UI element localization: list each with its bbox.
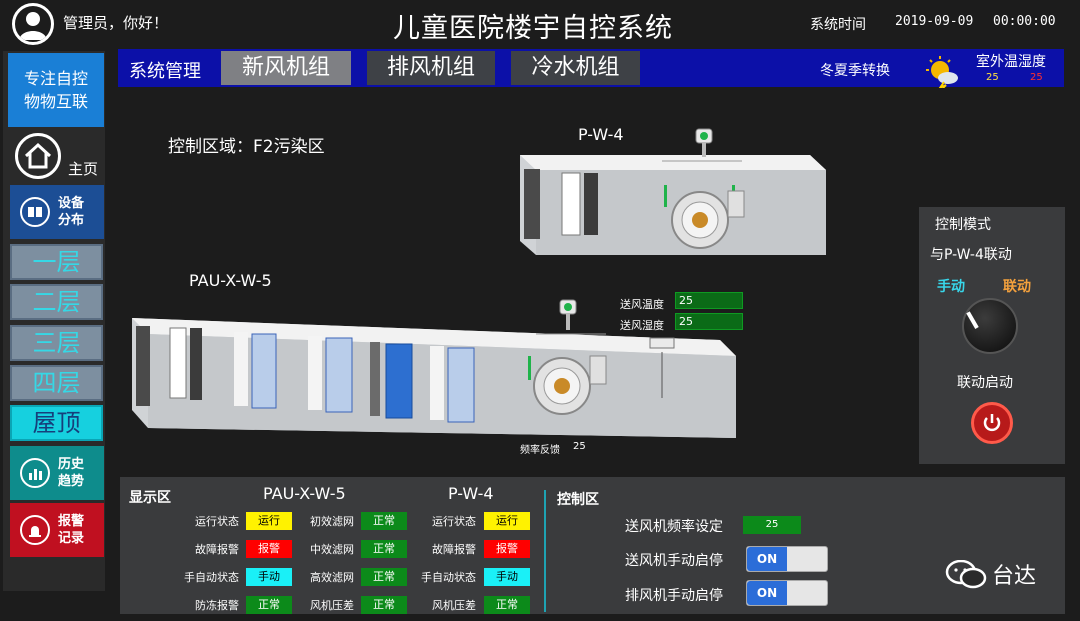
pau-air-handler-diagram[interactable] [130,298,742,440]
pau-antifreeze-status: 正常 [246,596,292,614]
display-area-title: 显示区 [129,490,171,506]
pau-medium-filter-label: 中效滤网 [310,543,354,556]
wechat-icon [945,559,987,594]
supply-fan-freq-input[interactable]: 25 [743,516,801,534]
season-switch-button[interactable]: 冬夏季转换 [820,63,890,79]
pau-fan-pressure-status: 正常 [361,596,407,614]
history-label-2: 趋势 [58,474,85,489]
tab-system-management[interactable]: 系统管理 [129,61,201,82]
history-trend-button[interactable]: 历史趋势 [10,446,104,500]
display-pau-header: PAU-X-W-5 [263,484,346,503]
pw4-auto-manual-status: 手动 [484,568,530,586]
mode-linkage-label: 联动 [1003,279,1031,295]
display-pw4-header: P-W-4 [448,484,494,503]
freq-feedback-value: 25 [573,441,586,452]
supply-temp-label: 送风温度 [620,298,664,311]
pw4-run-status: 运行 [484,512,530,530]
system-time-label: 系统时间 [810,17,866,33]
pw4-fan-pressure-label: 风机压差 [432,599,476,612]
pw4-air-handler-diagram[interactable] [514,125,834,260]
system-time: 00:00:00 [993,14,1056,29]
pau-primary-filter-label: 初效滤网 [310,515,354,528]
supply-humidity-label: 送风湿度 [620,319,664,332]
power-icon [983,414,1001,432]
outdoor-temp-humidity-label: 室外温湿度 [976,54,1046,70]
supply-fan-freq-label: 送风机频率设定 [625,519,723,535]
pau-fault-label: 故障报警 [195,543,239,556]
system-date: 2019-09-09 [895,14,974,29]
history-label-1: 历史 [58,457,85,472]
control-zone-title: 控制区 [557,492,599,508]
pau-run-status-label: 运行状态 [195,515,239,528]
tab-chiller-unit[interactable]: 冷水机组 [511,51,640,85]
floor-roof-button[interactable]: 屋顶 [10,405,103,441]
outdoor-humidity: 25 [1030,72,1043,83]
pau-fault-status: 报警 [246,540,292,558]
floor-3-button[interactable]: 三层 [10,325,103,361]
pau-run-status: 运行 [246,512,292,530]
brand-line-1: 专注自控 [23,69,88,88]
pau-auto-manual-status: 手动 [246,568,292,586]
power-button[interactable] [971,402,1013,444]
pau-auto-manual-label: 手自动状态 [184,571,239,584]
mode-selector-knob[interactable] [962,298,1018,354]
panel-divider [544,490,546,612]
supply-fan-manual-label: 送风机手动启停 [625,553,723,569]
mode-manual-label: 手动 [937,279,965,295]
bar-chart-icon [20,458,50,488]
control-mode-subtitle: 与P-W-4联动 [930,247,1012,263]
sun-cloud-icon [920,54,964,92]
floor-1-button[interactable]: 一层 [10,244,103,280]
pw4-run-status-label: 运行状态 [432,515,476,528]
app-title: 儿童医院楼宇自控系统 [393,13,673,44]
brand-line-2: 物物互联 [23,92,88,111]
user-avatar-icon[interactable] [12,3,54,45]
supply-fan-toggle-state: ON [747,547,787,571]
floor-2-button[interactable]: 二层 [10,284,103,320]
linkage-start-label: 联动启动 [957,375,1013,391]
unit-label-pau: PAU-X-W-5 [189,271,272,290]
home-icon[interactable] [15,133,61,179]
alarm-label-2: 记录 [58,531,85,546]
pau-high-filter-status: 正常 [361,568,407,586]
brand-badge: 专注自控 物物互联 [8,53,104,127]
exhaust-fan-manual-toggle[interactable]: ON [746,580,828,606]
pau-primary-filter-status: 正常 [361,512,407,530]
pau-high-filter-label: 高效滤网 [310,571,354,584]
control-area-label: 控制区域：F2污染区 [168,137,325,157]
siren-icon [20,515,50,545]
alarm-label-1: 报警 [58,514,85,529]
alarm-record-button[interactable]: 报警记录 [10,503,104,557]
watermark-text: 台达 [992,564,1037,589]
device-distribution-button[interactable]: 设备分布 [10,185,104,239]
supply-humidity-value: 25 [675,313,743,330]
pau-antifreeze-label: 防冻报警 [195,599,239,612]
user-greeting: 管理员，你好！ [63,14,169,32]
device-label-1: 设备 [58,196,85,211]
exhaust-fan-toggle-state: ON [747,581,787,605]
pw4-fan-pressure-status: 正常 [484,596,530,614]
control-mode-title: 控制模式 [935,217,991,233]
unit-label-pw4: P-W-4 [578,125,624,144]
grid-icon [20,197,50,227]
tab-exhaust-unit[interactable]: 排风机组 [367,51,495,85]
pw4-fault-status: 报警 [484,540,530,558]
outdoor-temperature: 25 [986,72,999,83]
pw4-auto-manual-label: 手自动状态 [421,571,476,584]
pau-fan-pressure-label: 风机压差 [310,599,354,612]
exhaust-fan-manual-label: 排风机手动启停 [625,588,723,604]
pau-medium-filter-status: 正常 [361,540,407,558]
floor-4-button[interactable]: 四层 [10,365,103,401]
tab-fresh-air-unit[interactable]: 新风机组 [221,51,351,85]
supply-temp-value: 25 [675,292,743,309]
freq-feedback-label: 频率反馈 [520,445,560,456]
home-label[interactable]: 主页 [68,160,99,178]
pw4-fault-label: 故障报警 [432,543,476,556]
supply-fan-manual-toggle[interactable]: ON [746,546,828,572]
device-label-2: 分布 [58,213,85,228]
